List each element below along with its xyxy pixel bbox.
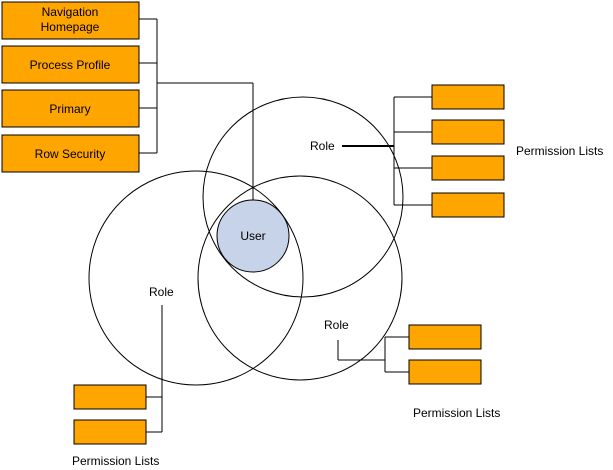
role-bottom-permission-lists: [408, 324, 482, 385]
permission-list-box: [431, 192, 505, 218]
permission-lists-label-bottom: Permission Lists: [413, 406, 500, 420]
permission-lists-label-top-right: Permission Lists: [516, 144, 603, 158]
role-top-right-connector: [342, 96, 432, 206]
primary-label: Primary: [49, 102, 90, 116]
permission-list-box: [408, 324, 482, 350]
permission-list-box: [73, 419, 147, 445]
permission-list-box: [431, 119, 505, 145]
navigation-homepage-label-line1: Navigation: [42, 5, 99, 19]
role-circle-bottom: [197, 175, 403, 381]
process-profile-box: [1, 45, 140, 84]
role-label-bottom: Role: [324, 318, 349, 332]
role-circle-top-right: [202, 96, 404, 298]
navigation-homepage-box: [1, 1, 140, 40]
process-profile-label: Process Profile: [30, 58, 111, 72]
role-label-top-right: Role: [310, 139, 335, 153]
navigation-homepage-label-line2: Homepage: [41, 20, 100, 34]
role-circle-left: [88, 170, 304, 386]
role-bottom-connector: [337, 336, 409, 373]
primary-box: [1, 89, 140, 128]
role-label-left: Role: [149, 285, 174, 299]
permission-list-box: [73, 384, 147, 410]
role-left-permission-lists: [73, 384, 147, 445]
permission-lists-label-left: Permission Lists: [72, 454, 159, 468]
row-security-box: [1, 134, 140, 173]
profile-connector: [139, 18, 254, 200]
permission-list-box: [431, 84, 505, 110]
permission-list-box: [431, 155, 505, 181]
permission-list-box: [408, 359, 482, 385]
user-label: User: [240, 229, 265, 243]
role-top-right-permission-lists: [431, 84, 505, 218]
user-profile-items: Navigation Homepage Process Profile Prim…: [1, 1, 140, 173]
row-security-label: Row Security: [35, 147, 106, 161]
role-left-connector: [146, 305, 163, 433]
